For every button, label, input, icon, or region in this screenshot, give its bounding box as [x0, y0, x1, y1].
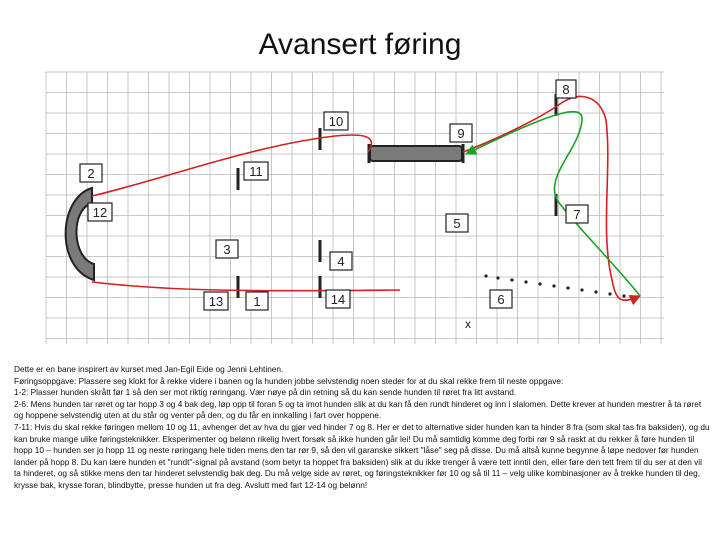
- label-box-4: [329, 251, 353, 271]
- description-line-3: 1-2: Plasser hunden skrått før 1 så den …: [14, 387, 517, 398]
- label-box-6: [489, 289, 513, 309]
- tunnel-12-shape: [64, 186, 95, 282]
- hurdle-bars: [236, 94, 558, 298]
- label-box-2: [79, 163, 103, 183]
- label-box-10: [323, 111, 349, 131]
- label-11: 11: [249, 164, 263, 179]
- label-box-14: [325, 289, 351, 309]
- label-7: 7: [573, 207, 580, 222]
- label-3: 3: [223, 242, 230, 257]
- course-description: Dette er en bane inspirert av kurset med…: [14, 364, 710, 492]
- label-4: 4: [337, 254, 344, 269]
- label-box-1: [245, 291, 269, 311]
- label-12: 12: [93, 205, 107, 220]
- label-box-8: [555, 79, 577, 99]
- description-line-5: 7-11: Hvis du skal rekke føringen mellom…: [14, 421, 710, 490]
- label-5: 5: [453, 216, 460, 231]
- start-marker: x: [465, 317, 471, 331]
- label-box-9: [449, 123, 473, 143]
- description-line-2: Føringsoppgave: Plassere seg klokt for å…: [14, 375, 564, 386]
- page-title: Avansert føring: [258, 28, 462, 61]
- tunnel-9-shape: [369, 145, 463, 162]
- label-10: 10: [329, 114, 343, 129]
- label-box-7: [565, 204, 589, 224]
- label-2: 2: [87, 166, 94, 181]
- label-box-5: [445, 213, 469, 233]
- label-9: 9: [457, 126, 464, 141]
- label-1: 1: [253, 294, 260, 309]
- description-line-1: Dette er en bane inspirert av kurset med…: [14, 364, 284, 374]
- label-box-11: [243, 161, 269, 181]
- label-14: 14: [331, 292, 345, 307]
- course-diagram: 8 10 9 11 2 12 5 7 3 4 6 13 1 14 x: [45, 71, 664, 344]
- label-box-3: [215, 239, 239, 259]
- label-6: 6: [497, 292, 504, 307]
- red-path: [91, 95, 640, 301]
- label-8: 8: [562, 82, 569, 97]
- description-line-4: 2-6: Mens hunden tar røret og tar hopp 3…: [14, 398, 702, 421]
- label-13: 13: [209, 294, 223, 309]
- label-box-12: [87, 202, 113, 222]
- label-box-13: [203, 291, 229, 311]
- green-path: [464, 110, 641, 297]
